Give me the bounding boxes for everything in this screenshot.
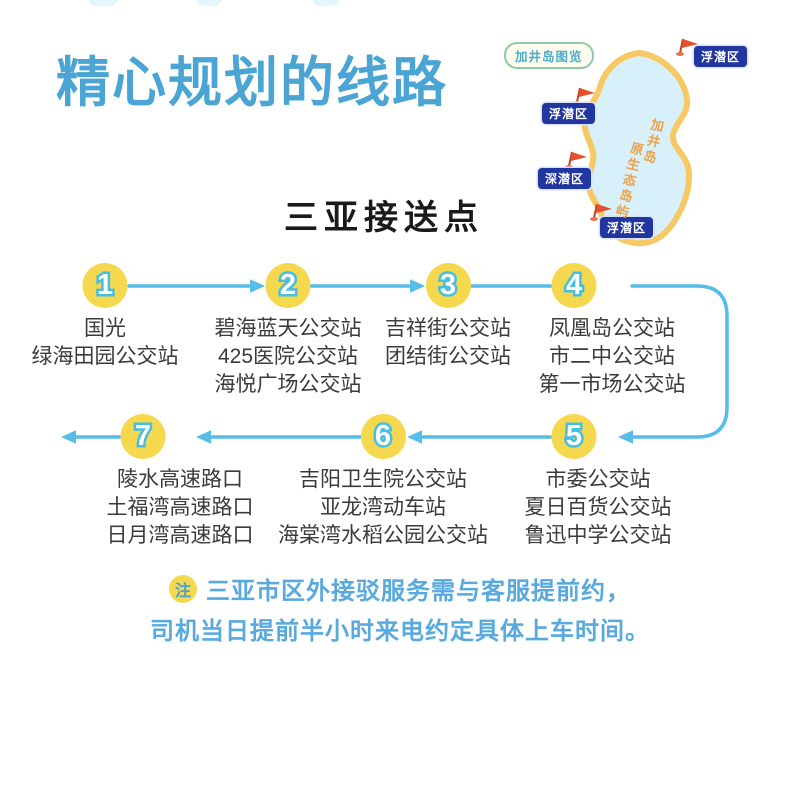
arrow-left-icon <box>407 430 422 444</box>
arrow-left-icon <box>618 430 633 444</box>
station-name: 吉祥街公交站 <box>385 317 511 340</box>
route-stop-1: 1 1 国光 绿海田园公交站 <box>32 263 179 371</box>
stop-number-badge: 3 3 <box>425 263 471 308</box>
arrow-right-icon <box>410 279 425 293</box>
stop-number: 5 <box>565 420 583 452</box>
stop-number: 1 <box>96 269 114 301</box>
island-map: 加井岛图览 浮潜区 浮潜区 深潜区 浮潜区 加井岛 原生态岛屿 <box>480 15 780 255</box>
stop-stations: 凤凰岛公交站 市二中公交站 第一市场公交站 <box>539 315 686 399</box>
page-title: 精心规划的线路 <box>56 53 448 113</box>
stop-number: 3 <box>439 269 457 301</box>
station-name: 市二中公交站 <box>549 345 675 368</box>
note-badge: 注 <box>169 574 197 603</box>
stop-number-badge: 1 1 <box>82 263 128 308</box>
dive-zone-badge: 深潜区 <box>538 168 592 189</box>
stop-number: 6 <box>374 420 392 452</box>
stop-stations: 碧海蓝天公交站 425医院公交站 海悦广场公交站 <box>215 315 362 399</box>
station-name: 夏日百货公交站 <box>524 496 672 519</box>
dive-zone-badge: 浮潜区 <box>694 46 748 67</box>
route-stop-5: 5 5 市委公交站 夏日百货公交站 鲁迅中学公交站 <box>525 414 672 550</box>
station-name: 陵水高速路口 <box>117 468 243 491</box>
arrow-left-icon <box>61 430 76 444</box>
arrow-right-icon <box>250 279 265 293</box>
cropped-top-fragment <box>196 0 222 6</box>
note-line-1: 注 三亚市区外接驳服务需与客服提前约， <box>0 571 800 606</box>
stop-number-badge: 6 6 <box>360 414 406 459</box>
flag-icon <box>590 203 612 221</box>
stop-stations: 陵水高速路口 土福湾高速路口 日月湾高速路口 <box>107 466 254 550</box>
stop-stations: 国光 绿海田园公交站 <box>32 315 179 371</box>
note-line-2: 司机当日提前半小时来电约定具体上车时间。 <box>150 618 650 645</box>
stop-number-badge: 4 4 <box>551 263 597 308</box>
station-name: 第一市场公交站 <box>538 373 686 396</box>
cropped-top-fragment <box>88 0 118 6</box>
station-name: 绿海田园公交站 <box>31 345 179 368</box>
island-map-caption: 加井岛图览 <box>504 42 594 69</box>
stop-number-badge: 2 2 <box>265 263 311 308</box>
station-name: 国光 <box>84 317 126 340</box>
station-name: 碧海蓝天公交站 <box>214 317 362 340</box>
station-name: 土福湾高速路口 <box>106 496 254 519</box>
station-name: 海棠湾水稻公园公交站 <box>278 524 488 547</box>
cropped-top-fragment <box>312 0 340 6</box>
stop-number: 4 <box>565 269 583 301</box>
stop-number-badge: 5 5 <box>551 414 597 459</box>
station-name: 吉阳卫生院公交站 <box>299 468 467 491</box>
route-stop-2: 2 2 碧海蓝天公交站 425医院公交站 海悦广场公交站 <box>215 263 362 399</box>
section-heading: 三亚接送点 <box>284 199 484 237</box>
station-name: 日月湾高速路口 <box>106 524 254 547</box>
station-name: 市委公交站 <box>545 468 651 491</box>
note-text: 三亚市区外接驳服务需与客服提前约， <box>206 578 631 605</box>
station-name: 团结街公交站 <box>385 345 511 368</box>
stop-stations: 市委公交站 夏日百货公交站 鲁迅中学公交站 <box>525 466 672 550</box>
station-name: 海悦广场公交站 <box>214 373 362 396</box>
service-note: 注 三亚市区外接驳服务需与客服提前约， 司机当日提前半小时来电约定具体上车时间。 <box>0 571 800 646</box>
stop-number: 2 <box>279 269 297 301</box>
arrow-left-icon <box>196 430 211 444</box>
dive-zone-badge: 浮潜区 <box>542 103 596 124</box>
station-name: 凤凰岛公交站 <box>549 317 675 340</box>
stop-stations: 吉祥街公交站 团结街公交站 <box>385 315 511 371</box>
station-name: 亚龙湾动车站 <box>320 496 446 519</box>
stop-number-badge: 7 7 <box>120 414 166 459</box>
station-name: 鲁迅中学公交站 <box>524 524 672 547</box>
stop-stations: 吉阳卫生院公交站 亚龙湾动车站 海棠湾水稻公园公交站 <box>278 466 488 550</box>
route-stop-7: 7 7 陵水高速路口 土福湾高速路口 日月湾高速路口 <box>107 414 254 550</box>
route-stop-6: 6 6 吉阳卫生院公交站 亚龙湾动车站 海棠湾水稻公园公交站 <box>278 414 488 550</box>
stop-number: 7 <box>134 420 152 452</box>
station-name: 425医院公交站 <box>217 345 359 368</box>
route-stop-3: 3 3 吉祥街公交站 团结街公交站 <box>385 263 511 371</box>
dive-zone-badge: 浮潜区 <box>600 217 654 238</box>
flag-icon <box>676 38 698 56</box>
route-stop-4: 4 4 凤凰岛公交站 市二中公交站 第一市场公交站 <box>539 263 686 399</box>
